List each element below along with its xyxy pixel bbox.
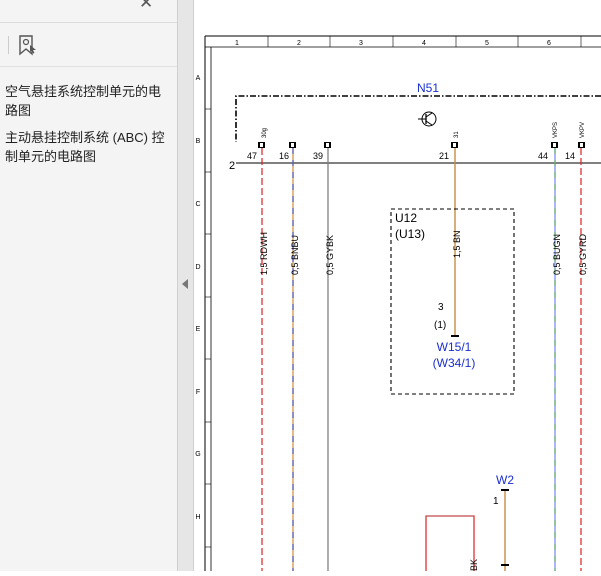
wire-label: 0,5 BUGN [552, 234, 562, 275]
pin-label: VKPV [580, 122, 586, 138]
bookmarks-panel: ✕ 空气悬挂系统控制单元的电路图 主动悬挂控制系统 (ABC) 控制单元的电路图 [0, 0, 177, 571]
pin-number: 21 [439, 151, 449, 161]
row-label: A [196, 75, 201, 82]
row-label: G [195, 451, 200, 458]
row-label: E [196, 326, 201, 333]
splice-label-w34: (W34/1) [433, 356, 476, 370]
row-label: C [195, 201, 200, 208]
column-label: 6 [547, 40, 551, 47]
connector-pin: 3 [438, 302, 444, 313]
toolbar-separator [8, 36, 9, 54]
column-label: 2 [297, 40, 301, 47]
panel-divider [0, 22, 177, 23]
ground-pin: 1 [493, 496, 499, 507]
pin-label: 31 [454, 131, 460, 138]
wire-label: 0,5 GYBK [325, 235, 335, 275]
bookmark-item-abc[interactable]: 主动悬挂控制系统 (ABC) 控制单元的电路图 [5, 130, 165, 164]
component-label-u13: (U13) [395, 227, 425, 241]
close-icon[interactable]: ✕ [139, 0, 154, 12]
pin-number: 16 [279, 151, 289, 161]
bookmark-item-air-suspension[interactable]: 空气悬挂系统控制单元的电路图 [5, 84, 162, 118]
column-label: 3 [359, 40, 363, 47]
collapse-arrow-icon[interactable] [182, 279, 188, 289]
row-index: 2 [229, 160, 235, 172]
pin-label: 30g [262, 128, 268, 138]
wire-label: BK [469, 559, 479, 571]
column-label: 4 [422, 40, 426, 47]
bookmark-options-button[interactable] [14, 33, 40, 57]
pin-number: 47 [247, 151, 257, 161]
panel-splitter[interactable] [177, 0, 194, 571]
pin-number: 39 [313, 151, 323, 161]
pin-number: 44 [538, 151, 548, 161]
row-label: B [196, 138, 201, 145]
splice-label-w15: W15/1 [437, 340, 472, 354]
pin-label: VKPS [553, 122, 559, 138]
transistor-icon [418, 111, 437, 127]
component-label-u12: U12 [395, 211, 417, 225]
panel-divider [0, 66, 177, 67]
wire-label: 0,5 BNBU [290, 235, 300, 275]
wiring-diagram: 1 2 3 4 5 6 A B C D E F G H N51 2 30g 31… [195, 35, 601, 571]
column-label: 1 [235, 40, 239, 47]
wire-label: 0,5 GYRD [578, 233, 588, 275]
bookmark-icon [19, 35, 36, 56]
column-label: 5 [485, 40, 489, 47]
pin-number: 14 [565, 151, 575, 161]
wire-label: 1,5 RDWH [259, 232, 269, 275]
row-label: F [196, 389, 200, 396]
ground-label-w2: W2 [496, 473, 514, 487]
document-page: 1 2 3 4 5 6 A B C D E F G H N51 2 30g 31… [194, 0, 601, 571]
component-label-n51: N51 [417, 81, 439, 95]
row-label: D [195, 264, 200, 271]
wire-label: 1,5 BN [452, 230, 462, 258]
row-label: H [195, 514, 200, 521]
connector-pin-alt: (1) [434, 320, 446, 331]
